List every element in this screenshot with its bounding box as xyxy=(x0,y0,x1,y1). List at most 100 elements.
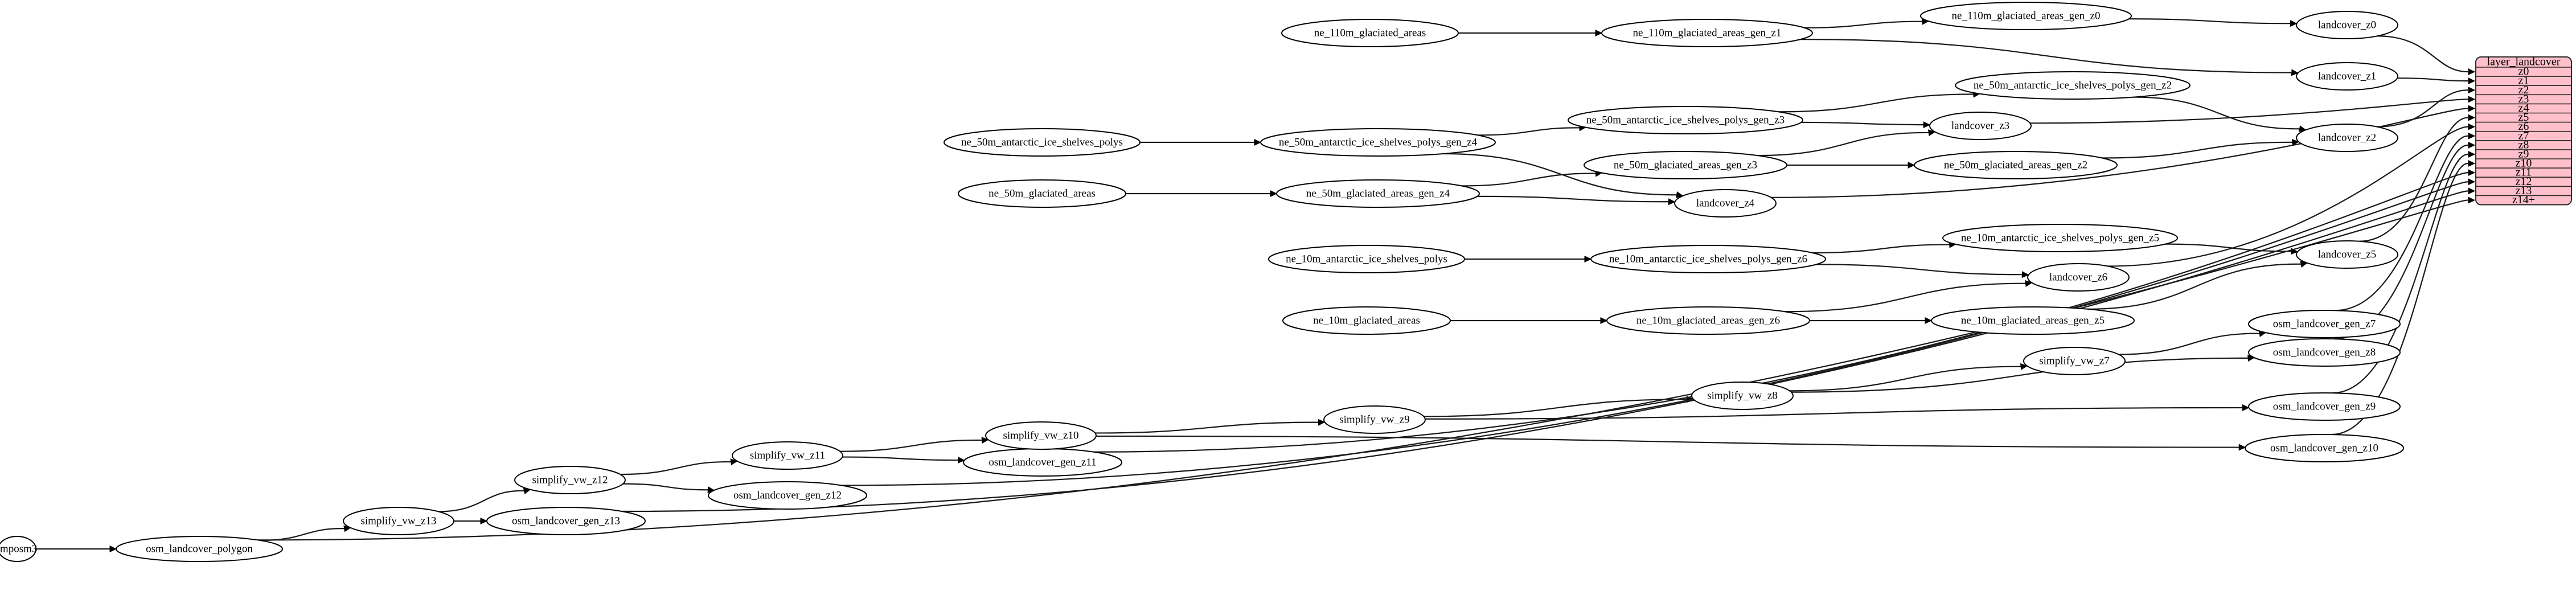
node-label: simplify_vw_z11 xyxy=(750,449,825,461)
node-landcover_z1[interactable]: landcover_z1 xyxy=(2296,62,2398,91)
layer-table-row-z1[interactable]: z1 xyxy=(2518,75,2529,87)
node-ne_10m_glaciated_areas_gen_z5[interactable]: ne_10m_glaciated_areas_gen_z5 xyxy=(1931,306,2135,335)
node-label: simplify_vw_z9 xyxy=(1339,413,1410,425)
node-ne_10m_antarctic_ice_shelves_polys_gen_z6[interactable]: ne_10m_antarctic_ice_shelves_polys_gen_z… xyxy=(1590,245,1826,273)
node-osm_landcover_gen_z8[interactable]: osm_landcover_gen_z8 xyxy=(2248,338,2401,367)
layer-table-row-z12[interactable]: z12 xyxy=(2516,175,2532,188)
layer-table-row-z6[interactable]: z6 xyxy=(2518,120,2529,133)
edge-ne_110m_glaciated_areas_gen_z1--to--ne_110m_glaciated_areas_gen_z0 xyxy=(1804,18,1930,28)
node-simplify_vw_z9[interactable]: simplify_vw_z9 xyxy=(1323,405,1426,434)
edge-landcover_z0--to--layer_landcover-z0 xyxy=(2377,35,2476,76)
node-landcover_z3[interactable]: landcover_z3 xyxy=(1929,112,2032,140)
node-ne_50m_antarctic_ice_shelves_polys_gen_z3[interactable]: ne_50m_antarctic_ice_shelves_polys_gen_z… xyxy=(1568,106,1803,134)
node-label: osm_landcover_gen_z13 xyxy=(512,515,620,527)
node-label: landcover_z1 xyxy=(2318,70,2376,82)
node-label: ne_10m_glaciated_areas_gen_z5 xyxy=(1961,314,2105,326)
edge-simplify_vw_z9--to--osm_landcover_gen_z9 xyxy=(1425,404,2250,420)
edge-ne_110m_glaciated_areas--to--ne_110m_glaciated_areas_gen_z1 xyxy=(1458,30,1603,36)
node-osm_landcover_gen_z12[interactable]: osm_landcover_gen_z12 xyxy=(708,481,867,510)
layer-table-row-z9[interactable]: z9 xyxy=(2518,148,2529,161)
edge-simplify_vw_z11--to--simplify_vw_z10 xyxy=(840,437,989,452)
node-label: simplify_vw_z10 xyxy=(1003,429,1079,441)
node-label: imposm3 xyxy=(0,543,37,555)
node-layer: imposm3 osm_landcover_polygon simplify_vw_… xyxy=(0,2,2404,562)
edge-landcover_z5--to--layer_landcover-z5 xyxy=(2359,114,2476,242)
layer-table-row-z0[interactable]: z0 xyxy=(2518,65,2529,78)
node-label: landcover_z3 xyxy=(1951,120,2009,132)
layer-table-row-z8[interactable]: z8 xyxy=(2518,138,2529,151)
edge-osm_landcover_polygon--to--layer_landcover-z14- xyxy=(257,196,2476,541)
layer-table-row-z14plus[interactable]: z14+ xyxy=(2512,194,2535,206)
node-label: simplify_vw_z13 xyxy=(361,515,437,527)
node-label: ne_50m_glaciated_areas_gen_z2 xyxy=(1944,159,2087,171)
edge-simplify_vw_z12--to--osm_landcover_gen_z12 xyxy=(623,483,715,494)
node-osm_landcover_gen_z9[interactable]: osm_landcover_gen_z9 xyxy=(2248,392,2401,421)
layer-table-row-z7[interactable]: z7 xyxy=(2518,129,2529,142)
node-label: osm_landcover_polygon xyxy=(146,543,253,555)
node-osm_landcover_gen_z11[interactable]: osm_landcover_gen_z11 xyxy=(963,448,1122,477)
node-ne_10m_antarctic_ice_shelves_polys_gen_z5[interactable]: ne_10m_antarctic_ice_shelves_polys_gen_z… xyxy=(1942,224,2178,252)
node-simplify_vw_z11[interactable]: simplify_vw_z11 xyxy=(732,441,843,470)
node-ne_50m_antarctic_ice_shelves_polys_gen_z2[interactable]: ne_50m_antarctic_ice_shelves_polys_gen_z… xyxy=(1955,71,2191,100)
node-label: simplify_vw_z7 xyxy=(2039,355,2110,367)
layer-table-row-z5[interactable]: z5 xyxy=(2518,111,2529,124)
node-label: osm_landcover_gen_z7 xyxy=(2273,318,2376,330)
node-osm_landcover_gen_z10[interactable]: osm_landcover_gen_z10 xyxy=(2245,434,2404,462)
node-label: osm_landcover_gen_z11 xyxy=(988,456,1096,468)
edge-simplify_vw_z13--to--osm_landcover_gen_z13 xyxy=(454,518,488,524)
node-ne_50m_antarctic_ice_shelves_polys[interactable]: ne_50m_antarctic_ice_shelves_polys xyxy=(944,128,1141,157)
node-ne_50m_glaciated_areas_gen_z4[interactable]: ne_50m_glaciated_areas_gen_z4 xyxy=(1276,179,1480,208)
node-label: osm_landcover_gen_z10 xyxy=(2270,442,2378,454)
layer-table-row-z2[interactable]: z2 xyxy=(2518,84,2529,96)
node-imposm3[interactable]: imposm3 xyxy=(0,536,37,562)
node-ne_50m_glaciated_areas_gen_z2[interactable]: ne_50m_glaciated_areas_gen_z2 xyxy=(1914,151,2118,179)
edge-osm_landcover_gen_z7--to--layer_landcover-z7 xyxy=(2335,132,2476,311)
edge-osm_landcover_gen_z12--to--layer_landcover-z12 xyxy=(841,178,2476,486)
node-simplify_vw_z13[interactable]: simplify_vw_z13 xyxy=(343,507,454,535)
edge-osm_landcover_gen_z9--to--layer_landcover-z9 xyxy=(2332,150,2476,394)
node-ne_50m_antarctic_ice_shelves_polys_gen_z4[interactable]: ne_50m_antarctic_ice_shelves_polys_gen_z… xyxy=(1260,128,1496,157)
edge-osm_landcover_gen_z10--to--layer_landcover-z10 xyxy=(2331,160,2476,436)
node-osm_landcover_gen_z7[interactable]: osm_landcover_gen_z7 xyxy=(2248,310,2401,338)
node-ne_110m_glaciated_areas[interactable]: ne_110m_glaciated_areas xyxy=(1281,19,1459,47)
node-ne_110m_glaciated_areas_gen_z0[interactable]: ne_110m_glaciated_areas_gen_z0 xyxy=(1920,2,2132,30)
node-label: ne_10m_antarctic_ice_shelves_polys xyxy=(1286,253,1447,265)
layer-table-row-z10[interactable]: z10 xyxy=(2516,157,2532,170)
node-simplify_vw_z7[interactable]: simplify_vw_z7 xyxy=(2023,347,2126,375)
node-ne_10m_antarctic_ice_shelves_polys[interactable]: ne_10m_antarctic_ice_shelves_polys xyxy=(1268,245,1465,273)
table-layer: layer_landcoverz0z1z2z3z4z5z6z7z8z9z10z1… xyxy=(2475,56,2572,206)
node-label: simplify_vw_z12 xyxy=(532,474,608,486)
node-simplify_vw_z12[interactable]: simplify_vw_z12 xyxy=(514,466,626,494)
node-landcover_z6[interactable]: landcover_z6 xyxy=(2027,263,2130,292)
node-label: ne_50m_antarctic_ice_shelves_polys_gen_z… xyxy=(1279,136,1478,148)
node-ne_50m_glaciated_areas[interactable]: ne_50m_glaciated_areas xyxy=(958,179,1126,208)
node-landcover_z0[interactable]: landcover_z0 xyxy=(2296,11,2398,39)
layer-table-row-z4[interactable]: z4 xyxy=(2518,102,2529,114)
edge-ne_10m_antarctic_ice_shelves_polys--to--ne_10m_antarctic_ice_shelves_polys_gen_z6 xyxy=(1465,256,1592,263)
edge-ne_10m_glaciated_areas--to--ne_10m_glaciated_areas_gen_z6 xyxy=(1450,317,1608,324)
edge-ne_50m_antarctic_ice_shelves_polys_gen_z3--to--ne_50m_antarctic_ice_shelves_polys_gen_z2 xyxy=(1778,91,1980,113)
node-ne_50m_glaciated_areas_gen_z3[interactable]: ne_50m_glaciated_areas_gen_z3 xyxy=(1584,151,1787,179)
layer-table-row-z11[interactable]: z11 xyxy=(2516,166,2532,179)
node-landcover_z4[interactable]: landcover_z4 xyxy=(1674,189,1777,218)
node-label: ne_10m_antarctic_ice_shelves_polys_gen_z… xyxy=(1961,232,2159,244)
node-label: ne_10m_glaciated_areas xyxy=(1313,314,1420,326)
node-ne_10m_glaciated_areas_gen_z6[interactable]: ne_10m_glaciated_areas_gen_z6 xyxy=(1606,306,1810,335)
node-label: landcover_z5 xyxy=(2318,248,2376,260)
layer-landcover-table[interactable]: layer_landcoverz0z1z2z3z4z5z6z7z8z9z10z1… xyxy=(2475,56,2572,206)
node-ne_110m_glaciated_areas_gen_z1[interactable]: ne_110m_glaciated_areas_gen_z1 xyxy=(1601,19,1813,47)
edge-osm_landcover_polygon--to--simplify_vw_z13 xyxy=(260,525,351,542)
node-osm_landcover_polygon[interactable]: osm_landcover_polygon xyxy=(116,536,283,562)
node-simplify_vw_z10[interactable]: simplify_vw_z10 xyxy=(985,421,1097,450)
node-simplify_vw_z8[interactable]: simplify_vw_z8 xyxy=(1691,382,1794,410)
node-landcover_z5[interactable]: landcover_z5 xyxy=(2296,240,2398,269)
node-landcover_z2[interactable]: landcover_z2 xyxy=(2296,124,2398,152)
layer-table-row-z13[interactable]: z13 xyxy=(2516,184,2532,197)
node-ne_10m_glaciated_areas[interactable]: ne_10m_glaciated_areas xyxy=(1282,306,1451,335)
edge-ne_10m_glaciated_areas_gen_z6--to--ne_10m_glaciated_areas_gen_z5 xyxy=(1809,317,1933,324)
node-osm_landcover_gen_z13[interactable]: osm_landcover_gen_z13 xyxy=(486,507,646,535)
edge-landcover_z4--to--layer_landcover-z4 xyxy=(1771,105,2476,198)
layer-table-row-z3[interactable]: z3 xyxy=(2518,93,2529,105)
edge-landcover_z2--to--layer_landcover-z2 xyxy=(2377,87,2476,128)
